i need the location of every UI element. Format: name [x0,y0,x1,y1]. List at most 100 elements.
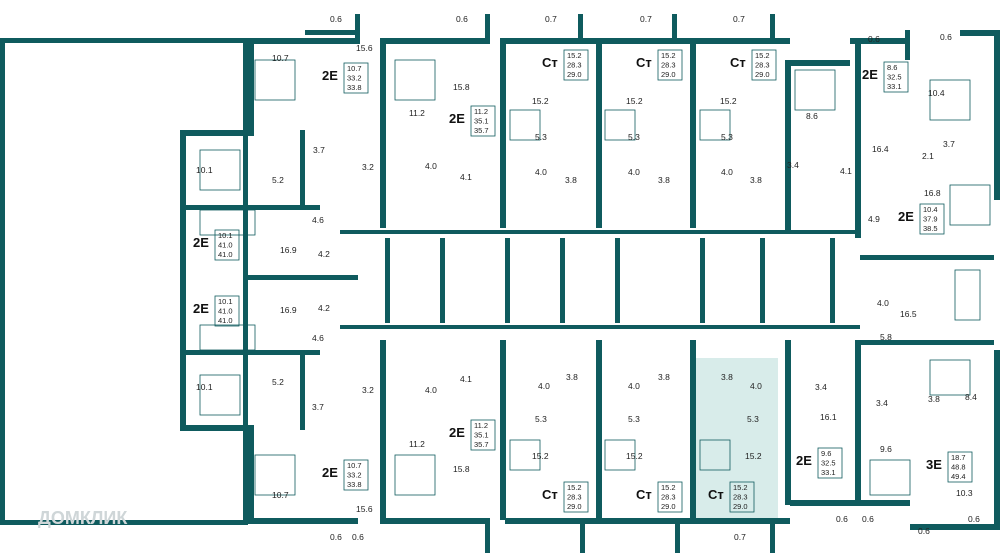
apartment-area-value: 33.2 [347,471,362,480]
apartment-area-value: 33.8 [347,83,362,92]
room-area-label: 15.2 [745,451,762,461]
room-area-label: 15.2 [626,451,643,461]
room-area-label: 4.2 [318,249,330,259]
room-area-label: 3.8 [566,372,578,382]
apartment-type: Ст [636,487,652,502]
room-area-label: 0.6 [862,514,874,524]
apartment-type: 2E [193,301,209,316]
apartment-area-value: 33.8 [347,480,362,489]
room-area-label: 10.1 [196,165,213,175]
highlighted-apartment[interactable] [696,358,778,518]
room-area-label: 3.4 [787,160,799,170]
apartment-area-value: 15.2 [661,51,676,60]
apartment-area-value: 10.1 [218,297,233,306]
room-area-label: 3.2 [362,385,374,395]
badge-frame [729,481,755,513]
room-area-label: 0.6 [968,514,980,524]
room-area-label: 0.6 [456,14,468,24]
room-area-label: 5.2 [272,175,284,185]
apartment-area-value: 28.3 [567,493,582,502]
room-area-label: 5.3 [535,414,547,424]
room-area-label: 2.1 [922,151,934,161]
room-area-label: 10.1 [196,382,213,392]
apartment-area-value: 33.1 [887,82,902,91]
badge-frame [343,459,369,491]
room-area-label: 3.8 [928,394,940,404]
apartment-area-value: 18.7 [951,453,966,462]
room-area-label: 4.0 [538,381,550,391]
room-area-label: 0.7 [733,14,745,24]
room-area-label: 5.8 [880,332,892,342]
apartment-type: 2E [449,425,465,440]
room-area-label: 4.2 [318,303,330,313]
room-area-label: 16.8 [924,188,941,198]
room-area-label: 15.6 [356,504,373,514]
room-area-label: 4.6 [312,215,324,225]
room-area-label: 4.0 [750,381,762,391]
room-area-label: 0.7 [640,14,652,24]
apartment-area-value: 32.5 [887,73,902,82]
badge-frame [947,451,973,483]
room-area-label: 15.2 [626,96,643,106]
apartment-area-value: 29.0 [733,502,748,511]
room-area-label: 4.0 [425,161,437,171]
apartment-type: Ст [708,487,724,502]
room-area-label: 0.6 [918,526,930,536]
badge-frame [563,481,589,513]
room-area-label: 3.4 [815,382,827,392]
apartment-area-value: 9.6 [821,449,831,458]
apartment-area-value: 35.7 [474,440,489,449]
apartment-type: 2E [322,68,338,83]
apartment-area-value: 28.3 [661,493,676,502]
apartment-area-value: 28.3 [567,61,582,70]
apartment-area-value: 15.2 [567,483,582,492]
room-area-label: 4.6 [312,333,324,343]
room-area-label: 4.0 [877,298,889,308]
watermark-text: ДОМКЛИК [38,508,128,528]
apartment-area-value: 15.2 [567,51,582,60]
room-area-label: 11.2 [409,439,425,449]
apartment-area-value: 35.1 [474,431,489,440]
room-area-label: 16.9 [280,305,297,315]
room-area-label: 16.5 [900,309,917,319]
apartment-area-value: 28.3 [755,61,770,70]
room-area-label: 4.1 [460,374,472,384]
room-area-label: 15.8 [453,464,470,474]
badge-frame [751,49,777,81]
apartment-type: 2E [322,465,338,480]
room-area-label: 3.8 [750,175,762,185]
apartment-type: 2E [898,209,914,224]
badge-frame [563,49,589,81]
room-area-label: 3.8 [721,372,733,382]
apartment-area-value: 10.7 [347,64,362,73]
apartment-area-value: 38.5 [923,224,938,233]
room-area-label: 4.0 [628,381,640,391]
room-area-label: 4.0 [425,385,437,395]
room-area-label: 4.0 [535,167,547,177]
apartment-type: Ст [542,487,558,502]
room-area-label: 10.7 [272,490,289,500]
room-area-label: 16.1 [820,412,837,422]
badge-frame [883,61,909,93]
room-area-label: 3.8 [565,175,577,185]
room-area-label: 4.9 [868,214,880,224]
room-area-label: 10.7 [272,53,289,63]
apartment-type: Ст [542,55,558,70]
